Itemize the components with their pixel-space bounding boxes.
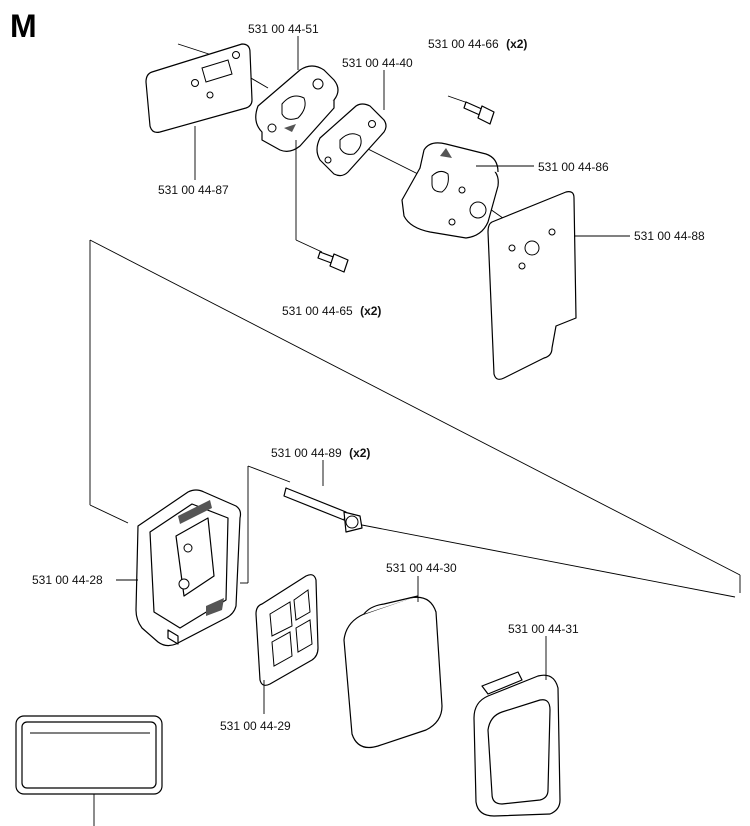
label-531-00-44-86: 531 00 44-86 xyxy=(538,160,609,174)
label-531-00-44-66: 531 00 44-66 (x2) xyxy=(428,37,527,51)
label-531-00-44-87: 531 00 44-87 xyxy=(158,183,229,197)
qty-44-65: (x2) xyxy=(360,304,381,318)
gasket-44-40 xyxy=(316,103,387,177)
section-letter: M xyxy=(10,8,37,44)
label-531-00-44-89: 531 00 44-89 (x2) xyxy=(271,446,370,460)
decal-sticker xyxy=(15,715,163,826)
screw-44-65 xyxy=(295,140,349,273)
filter-cover-44-31 xyxy=(473,671,561,817)
gasket-44-87 xyxy=(145,43,253,133)
filter-grid-44-29 xyxy=(255,574,319,686)
label-531-00-44-88: 531 00 44-88 xyxy=(634,229,705,243)
filter-housing-44-28 xyxy=(135,489,242,647)
screw-44-66 xyxy=(447,95,495,125)
label-531-00-44-65: 531 00 44-65 (x2) xyxy=(282,304,381,318)
gasket-plate-44-88 xyxy=(487,191,577,380)
leader-lines xyxy=(116,36,630,714)
filter-element-44-30 xyxy=(343,595,443,749)
qty-44-66: (x2) xyxy=(506,37,527,51)
label-531-00-44-30: 531 00 44-30 xyxy=(386,561,457,575)
carb-spacer-44-86 xyxy=(401,142,499,239)
label-531-00-44-51: 531 00 44-51 xyxy=(248,22,319,36)
label-531-00-44-31: 531 00 44-31 xyxy=(508,622,579,636)
label-531-00-44-40: 531 00 44-40 xyxy=(342,56,413,70)
qty-44-89: (x2) xyxy=(349,446,370,460)
label-531-00-44-29: 531 00 44-29 xyxy=(220,719,291,733)
bolt-44-89 xyxy=(283,487,363,533)
intake-flange-44-51 xyxy=(255,65,339,152)
label-531-00-44-28: 531 00 44-28 xyxy=(32,573,103,587)
